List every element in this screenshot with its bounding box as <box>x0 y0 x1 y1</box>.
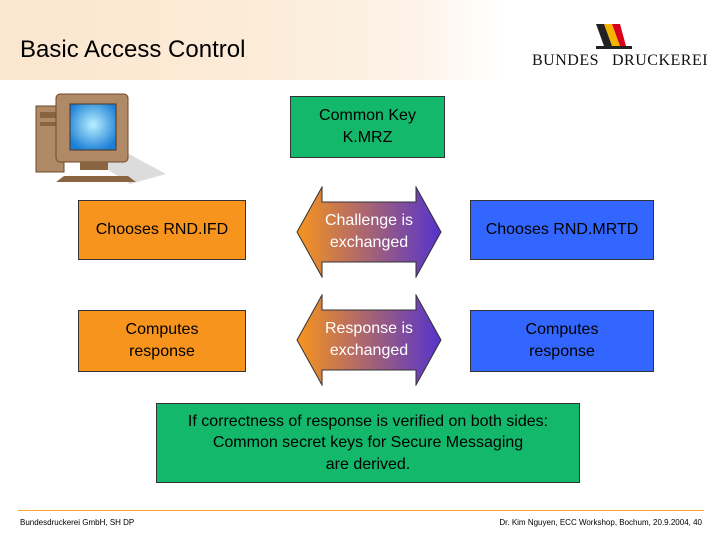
challenge-arrow: Challenge is exchanged <box>296 186 442 278</box>
mrtd-compute-label-1: Computes <box>525 321 599 339</box>
mrtd-compute-label-2: response <box>529 343 595 360</box>
bundesdruckerei-logo: BUNDES DRUCKEREI <box>532 24 708 72</box>
response-label-1: Response is <box>324 320 414 338</box>
ifd-compute-label-1: Computes <box>125 321 199 339</box>
mrtd-choose-box: Chooses RND.MRTD <box>470 200 654 260</box>
result-box: If correctness of response is verified o… <box>156 403 580 483</box>
footer-left: Bundesdruckerei GmbH, SH DP <box>20 518 135 527</box>
ifd-choose-box: Chooses RND.IFD <box>78 200 246 260</box>
ifd-compute-label-2: response <box>129 343 195 360</box>
double-arrow-icon <box>296 294 442 386</box>
challenge-label-2: exchanged <box>329 234 409 251</box>
logo-text-left: BUNDES <box>532 52 600 69</box>
ifd-compute-box: Computes response <box>78 310 246 372</box>
mrtd-compute-box: Computes response <box>470 310 654 372</box>
footer-divider <box>18 510 704 511</box>
mrtd-choose-label: Chooses RND.MRTD <box>485 221 639 239</box>
page-title: Basic Access Control <box>20 36 246 63</box>
title-bar <box>0 0 500 80</box>
result-line-1: If correctness of response is verified o… <box>187 412 549 430</box>
common-key-value: K.MRZ <box>342 129 393 146</box>
challenge-label-1: Challenge is <box>324 212 414 230</box>
footer-right: Dr. Kim Nguyen, ECC Workshop, Bochum, 20… <box>499 518 702 527</box>
logo-text-right: DRUCKEREI <box>612 52 709 69</box>
result-line-2: Common secret keys for Secure Messaging <box>212 434 524 452</box>
double-arrow-icon <box>296 186 442 278</box>
response-label-2: exchanged <box>329 342 409 359</box>
desktop-computer-icon <box>35 93 166 184</box>
ifd-choose-label: Chooses RND.IFD <box>95 221 229 239</box>
common-key-box: Common Key K.MRZ <box>290 96 445 158</box>
common-key-label: Common Key <box>319 107 416 125</box>
result-line-3: are derived. <box>325 455 411 473</box>
response-arrow: Response is exchanged <box>296 294 442 386</box>
logo-mark-icon <box>596 24 632 49</box>
